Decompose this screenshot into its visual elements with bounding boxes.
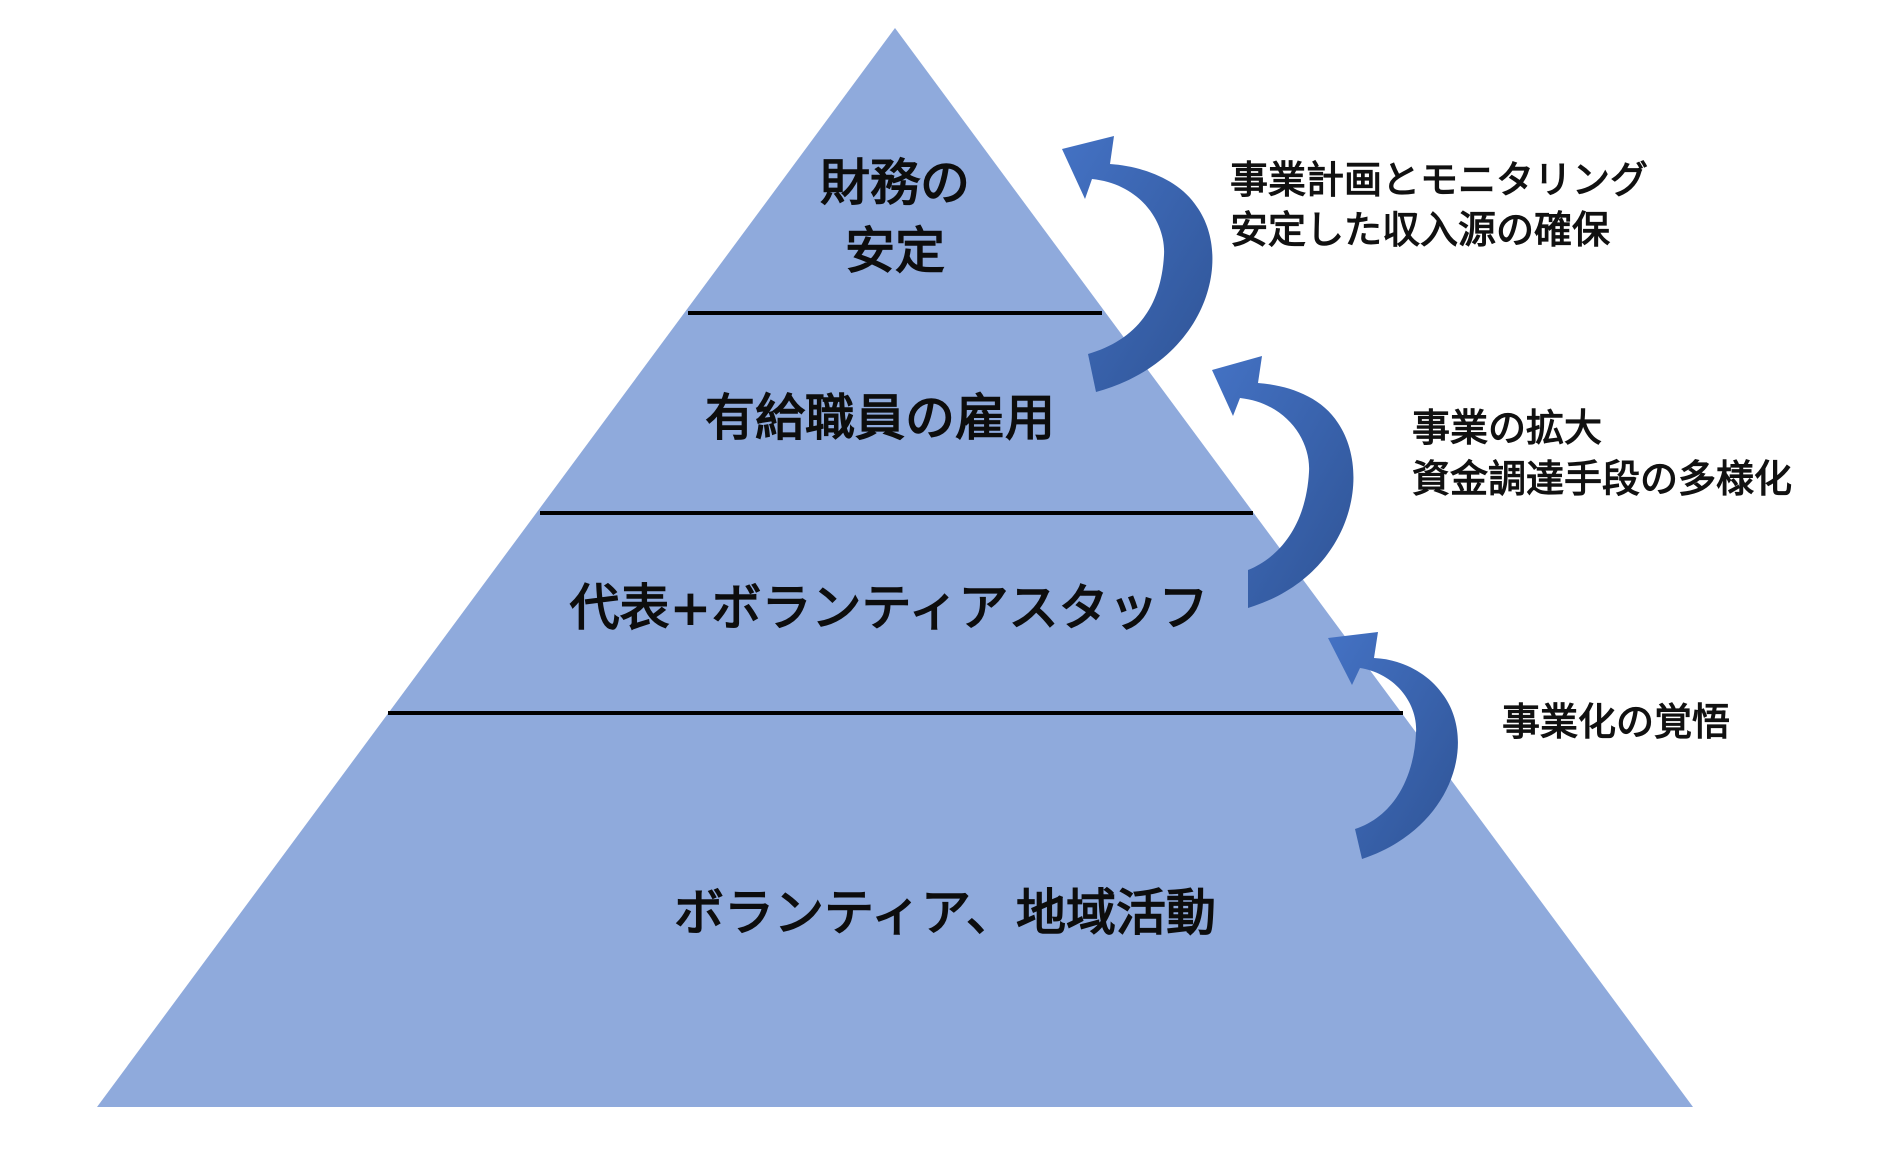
note-line: 資金調達手段の多様化 [1412,457,1792,501]
tier-top: 財務の 安定 [820,154,970,280]
tier-label-line: 安定 [845,222,945,280]
transition-note-top: 事業計画とモニタリング 安定した収入源の確保 [1230,158,1648,252]
tier-label-representative-volunteers: 代表+ボランティアスタッフ [569,579,1209,637]
note-line: 事業化の覚悟 [1502,700,1730,744]
tier-label-paid-staff: 有給職員の雇用 [705,389,1055,447]
tier-label-volunteer-community: ボランティア、地域活動 [674,884,1216,942]
curved-arrow-icon [1062,136,1213,392]
pyramid-shape [97,28,1693,1107]
curved-arrow-icon [1212,356,1354,608]
note-line: 事業計画とモニタリング [1230,158,1648,202]
curved-arrow-icon [1328,632,1458,859]
note-line: 事業の拡大 [1412,406,1602,450]
note-line: 安定した収入源の確保 [1230,208,1611,252]
transition-note-bottom: 事業化の覚悟 [1502,700,1730,744]
transition-note-middle: 事業の拡大 資金調達手段の多様化 [1412,406,1792,501]
tier-label-line: 財務の [820,154,970,212]
